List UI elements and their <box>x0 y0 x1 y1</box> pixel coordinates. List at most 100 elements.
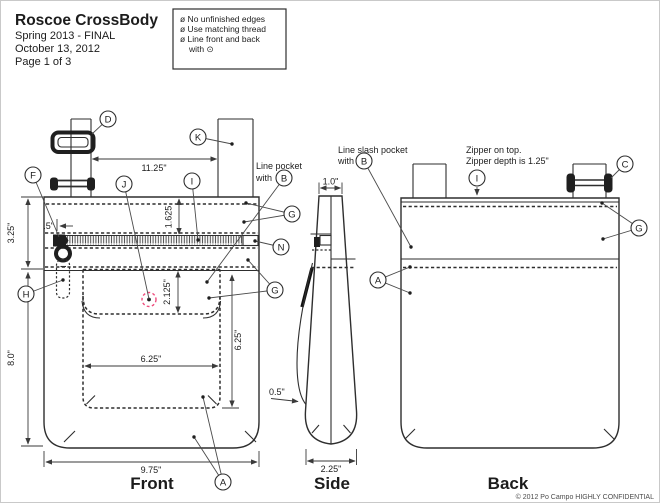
strap-slider-buckle <box>50 130 96 154</box>
callout-g-front-lower: G <box>266 281 284 299</box>
svg-text:K: K <box>195 133 202 144</box>
dim-flap-depth: 2.125" <box>162 279 172 305</box>
callout-d: D <box>99 110 117 128</box>
front-line-pocket-note-2: with <box>255 173 272 183</box>
zipper-pull-ring <box>54 244 72 263</box>
notes-box-frame <box>172 8 287 70</box>
back-left-strap <box>412 163 447 198</box>
svg-text:C: C <box>622 160 629 171</box>
strap-keeper-left-end <box>50 177 58 191</box>
callout-g-back: G <box>630 219 648 237</box>
notes-box: ø No unfinished edges ø Use matching thr… <box>172 8 287 70</box>
zipper-pull-strap <box>55 258 71 299</box>
svg-text:G: G <box>635 224 642 235</box>
dim-zipper-from-top: 1.625 <box>164 206 174 229</box>
front-bag-outline <box>43 196 260 449</box>
alignment-target <box>141 291 157 308</box>
side-corner-darts <box>311 424 351 434</box>
zipper-slider <box>53 234 69 247</box>
svg-text:A: A <box>375 276 382 287</box>
callout-i-front: I <box>183 172 201 190</box>
side-zipper-slider <box>314 237 320 247</box>
svg-text:G: G <box>288 210 295 221</box>
svg-text:B: B <box>281 174 287 185</box>
side-pocket-bulge <box>296 262 314 405</box>
dim-zipper-inset: .5" <box>43 221 54 231</box>
svg-text:G: G <box>271 286 278 297</box>
target-dashed-circle <box>141 291 157 308</box>
note-4: with ⊙ <box>188 44 214 54</box>
front-right-strap <box>217 118 254 197</box>
back-bag-outline <box>400 197 620 449</box>
front-dimensions: 11.25" 3.25" 8.0" .5" 1.625 2.125" 6.25"… <box>6 156 260 475</box>
svg-text:H: H <box>23 290 30 301</box>
dim-front-width: 9.75" <box>141 465 162 475</box>
pocket-slash-right-edge <box>202 300 222 319</box>
back-buckle-left-end <box>566 173 575 193</box>
note-3: ø Line front and back <box>180 34 261 44</box>
copyright-notice: © 2012 Po Campo HIGHLY CONFIDENTIAL <box>516 493 654 501</box>
strap-keeper-right-end <box>87 177 95 191</box>
front-left-strap <box>50 118 96 197</box>
dim-side-top-width: 1.0" <box>323 177 339 187</box>
callout-c: C <box>616 155 634 173</box>
callout-b-front: B <box>275 169 293 187</box>
dim-lower-section-height: 8.0" <box>6 350 16 366</box>
side-zipper-box <box>319 234 332 246</box>
season-line: Spring 2013 - FINAL <box>15 30 115 42</box>
side-view: 1.0" 0.5" 2.25" Side <box>269 177 358 493</box>
page-title: Roscoe CrossBody <box>15 12 158 29</box>
callout-a-back: A <box>369 271 387 289</box>
dim-pocket-width: 6.25" <box>141 354 162 364</box>
note-1: ø No unfinished edges <box>180 14 265 24</box>
title-block: Roscoe CrossBody Spring 2013 - FINAL Oct… <box>15 12 158 68</box>
target-center-dot <box>147 297 151 302</box>
zipper-teeth <box>67 236 243 245</box>
callout-i-back: I <box>468 169 486 187</box>
back-callouts: B I C G A <box>355 152 648 295</box>
callout-b-back: B <box>355 152 373 170</box>
front-line-pocket-note-1: Line pocket <box>256 161 303 171</box>
note-2: ø Use matching thread <box>180 24 266 34</box>
back-buckle-right-end <box>604 173 613 193</box>
svg-text:J: J <box>122 180 127 191</box>
svg-text:I: I <box>476 174 479 185</box>
front-corner-darts <box>63 430 257 443</box>
callout-a-front: A <box>214 473 232 491</box>
date-line: October 13, 2012 <box>15 43 100 55</box>
dim-side-pocket-offset: 0.5" <box>269 387 285 397</box>
dim-side-bottom-width: 2.25" <box>321 464 342 474</box>
pocket-corner-darts <box>86 395 217 405</box>
back-zipper-note-2: Zipper depth is 1.25" <box>466 156 549 166</box>
callout-k: K <box>189 128 207 146</box>
back-view-label: Back <box>488 474 529 493</box>
callout-n: N <box>272 238 290 256</box>
zipper-end-stop <box>242 234 259 247</box>
svg-text:D: D <box>105 115 112 126</box>
back-slash-pocket-note-1: Line slash pocket <box>338 145 408 155</box>
back-zipper-note-1: Zipper on top. <box>466 145 522 155</box>
dim-top-section-height: 3.25" <box>6 223 16 244</box>
page-number: Page 1 of 3 <box>15 56 71 68</box>
svg-text:F: F <box>30 171 36 182</box>
dim-pocket-height: 6.25" <box>233 330 243 351</box>
dim-strap-spacing: 11.25" <box>141 163 166 173</box>
svg-text:B: B <box>361 157 367 168</box>
front-view: 11.25" 3.25" 8.0" .5" 1.625 2.125" 6.25"… <box>6 110 303 493</box>
front-pocket-outline <box>82 268 221 409</box>
pocket-slash-left-edge <box>81 300 101 319</box>
callout-j: J <box>115 175 133 193</box>
back-slash-pocket-note-2: with <box>337 156 354 166</box>
side-view-label: Side <box>314 474 350 493</box>
callout-f: F <box>24 166 42 184</box>
pocket-flap-stitch <box>82 295 221 315</box>
svg-text:I: I <box>191 177 194 188</box>
callout-h: H <box>17 285 35 303</box>
front-view-label: Front <box>130 474 174 493</box>
back-view: Line slash pocket with Zipper on top. Zi… <box>337 145 648 493</box>
back-corner-darts <box>404 428 615 440</box>
front-pocket <box>81 268 222 409</box>
svg-text:A: A <box>220 478 227 489</box>
